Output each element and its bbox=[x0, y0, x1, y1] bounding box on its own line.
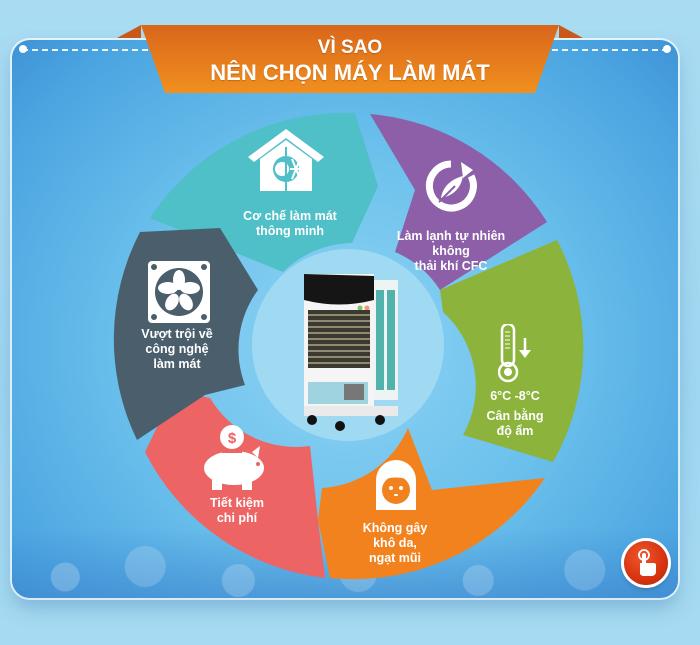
segment-label-orange: Không gây khô da, ngạt mũi bbox=[362, 521, 428, 565]
segment-green bbox=[440, 240, 584, 462]
segment-label-purple: Làm lạnh tự nhiên không thải khí CFC bbox=[396, 229, 506, 273]
segment-label-coral: Tiết kiệm chi phí bbox=[210, 496, 264, 525]
divider-dot-left bbox=[19, 45, 27, 53]
fan-icon bbox=[148, 261, 210, 323]
segment-purple bbox=[370, 114, 547, 290]
piggy-bank-icon: $ bbox=[204, 425, 264, 490]
segment-label-green: 6°C -8°C Cân bằng độ ẩm bbox=[486, 389, 544, 438]
title-line-2: NÊN CHỌN MÁY LÀM MÁT bbox=[210, 60, 490, 85]
air-cooler-image bbox=[304, 274, 398, 431]
divider-dot-right bbox=[663, 45, 671, 53]
segment-label-slate: Vượt trội về công nghệ làm mát bbox=[141, 327, 213, 371]
eco-leaf-recycle-icon bbox=[425, 160, 477, 212]
segment-orange bbox=[318, 428, 545, 580]
touch-button[interactable] bbox=[624, 541, 668, 585]
thermometer-down-icon bbox=[498, 324, 531, 383]
face-icon bbox=[376, 460, 416, 510]
hand-tap-icon bbox=[638, 549, 656, 576]
house-snowflake-sun-icon bbox=[248, 129, 324, 191]
title-banner: VÌ SAO NÊN CHỌN MÁY LÀM MÁT bbox=[117, 25, 583, 93]
svg-text:$: $ bbox=[228, 430, 237, 447]
title-line-1: VÌ SAO bbox=[317, 37, 383, 58]
segment-label-teal: Cơ chế làm mát thông minh bbox=[243, 209, 337, 238]
